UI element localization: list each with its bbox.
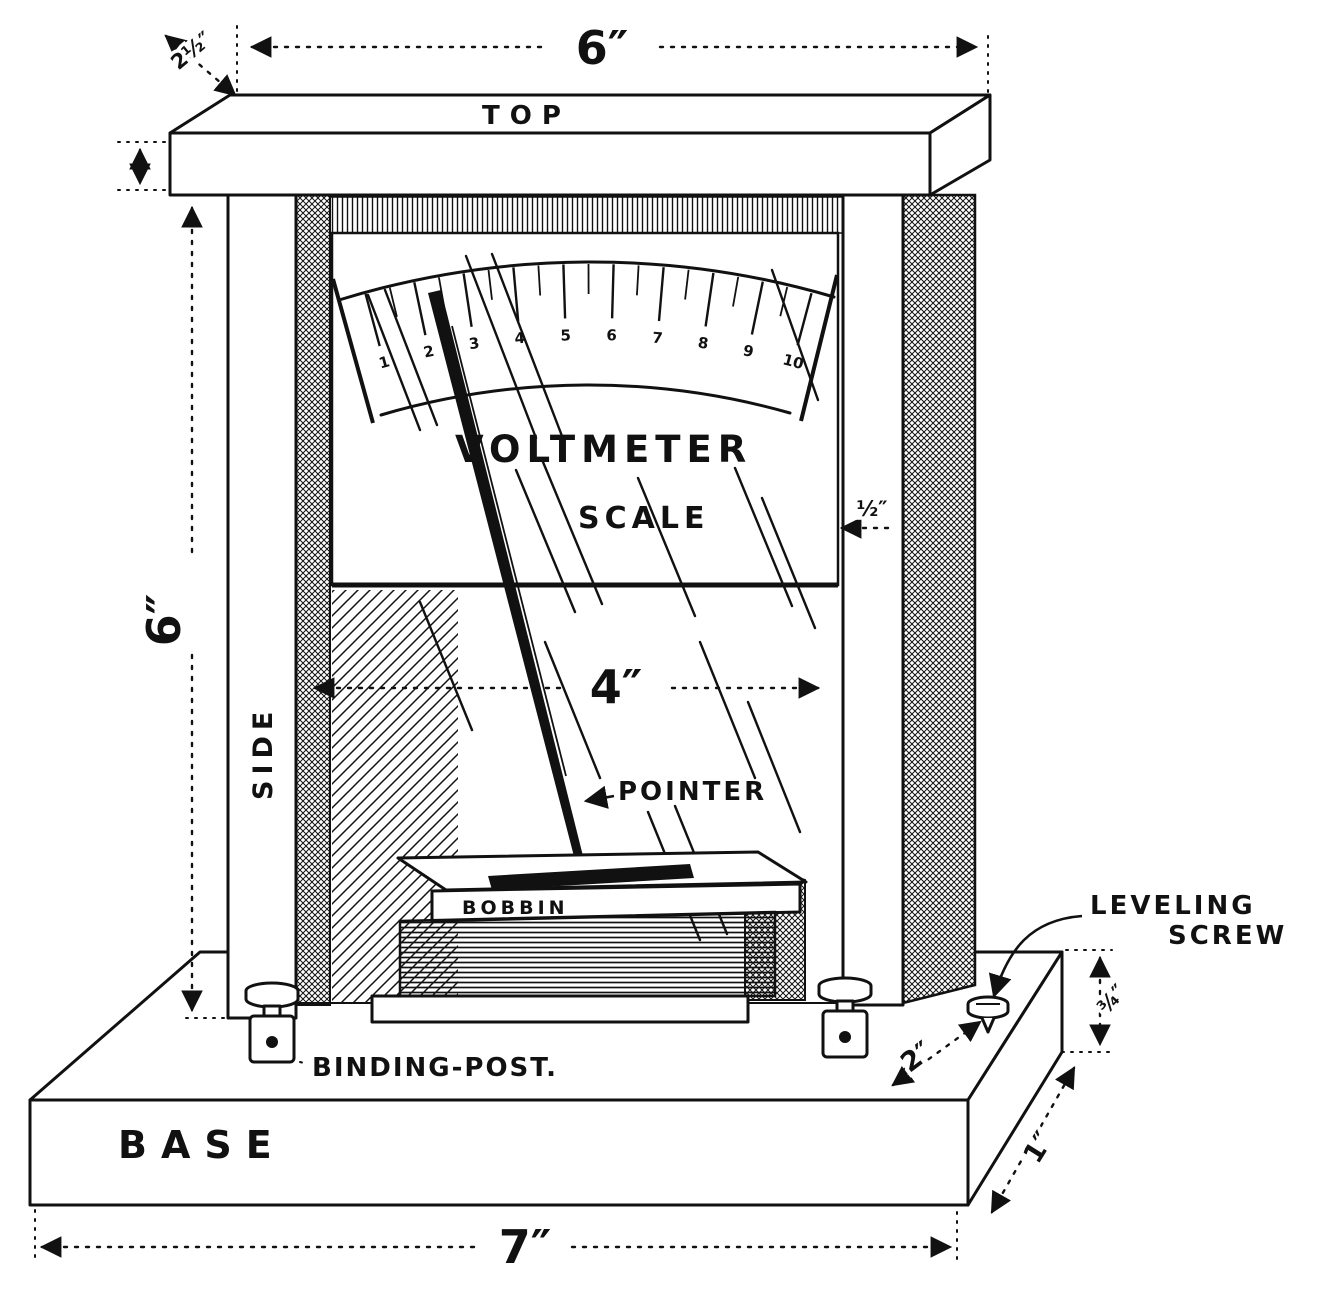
reflection-line (490, 252, 564, 438)
scale-ticks-group: 1 2 3 4 5 6 7 8 9 10 (364, 263, 813, 373)
scale-tick-number: 4 (514, 329, 526, 348)
top-width-value: 6″ (576, 21, 629, 75)
top-board-group: TOP (168, 93, 992, 197)
scale-tick-mark (537, 265, 542, 296)
scale-tick-mark (487, 269, 493, 300)
binding-post-label: BINDING-POST. (312, 1053, 558, 1083)
reflection-line (541, 460, 604, 606)
binding-posts-group: BINDING-POST. (244, 976, 873, 1083)
reflection-line (746, 700, 802, 834)
reflection-line (514, 468, 577, 614)
leveling-label-line1: LEVELING (1090, 891, 1256, 921)
scale-tick-mark (750, 281, 764, 335)
top-inner-strip (329, 196, 904, 234)
reflection-line (464, 254, 538, 440)
scale-right-edge (799, 274, 839, 422)
binding-post-left (244, 981, 300, 1064)
pointer-needle (428, 290, 585, 868)
scale-tick-mark (413, 281, 427, 336)
card-offset-value: ½″ (856, 497, 887, 521)
leveling-label-line2: SCREW (1168, 921, 1287, 951)
base-length-value: 7″ (499, 1220, 552, 1274)
scale-tick-mark (636, 265, 640, 296)
scale-label: SCALE (578, 501, 709, 536)
scale-card-group: 1 2 3 4 5 6 7 8 9 10 VOLTMETER SCALE (330, 231, 840, 942)
bobbin-coil (398, 910, 777, 998)
reflection-line (543, 640, 602, 780)
scale-width-value: 4″ (590, 660, 643, 714)
reflection-line (698, 640, 757, 780)
voltmeter-label: VOLTMETER (455, 428, 752, 471)
binding-post-leader (299, 1061, 309, 1065)
scale-tick-mark (388, 287, 398, 318)
bobbin-label: BOBBIN (462, 897, 569, 919)
pointer-shadow-line (451, 325, 567, 777)
scale-left-edge (331, 278, 375, 424)
scale-tick-mark (610, 264, 615, 319)
reflection-line (383, 288, 439, 427)
scale-tick-number: 1 (377, 352, 392, 372)
pointer-label: POINTER (618, 777, 767, 807)
base-front-face (28, 1098, 970, 1207)
base-depth-dim (891, 1020, 982, 1087)
scale-tick-mark (684, 269, 690, 300)
scale-tick-number: 9 (741, 341, 755, 361)
scale-tick-number: 2 (422, 342, 436, 362)
top-label: TOP (482, 101, 571, 131)
scale-tick-mark (732, 276, 740, 307)
scale-tick-mark (657, 267, 665, 322)
scale-tick-number: 3 (468, 334, 481, 353)
scale-inner-arc (379, 383, 792, 417)
scale-tick-number: 10 (781, 350, 806, 373)
bobbin-base-plate (370, 994, 750, 1024)
leveling-screw-head-side (966, 1004, 1010, 1020)
side-height-value: 6″ (137, 594, 191, 647)
leveling-screw-leader (988, 914, 1083, 999)
scale-tick-number: 7 (652, 329, 664, 348)
reflection-line (636, 476, 697, 618)
right-side-post (841, 193, 905, 1007)
right-back-panel (901, 193, 977, 1005)
binding-post-right (817, 976, 873, 1059)
scale-tick-number: 8 (697, 333, 710, 352)
left-post-inner-side (295, 194, 331, 1006)
scale-tick-mark (796, 292, 813, 346)
left-side-post (226, 193, 298, 1020)
base-edge-value: 1″ (1017, 1126, 1060, 1169)
scale-tick-mark (562, 264, 567, 319)
base-label: BASE (118, 1123, 286, 1167)
reflection-line (418, 600, 474, 732)
scale-tick-mark (462, 273, 473, 327)
scale-tick-mark (512, 267, 520, 322)
top-board-right-face (928, 93, 992, 197)
reflection-line (366, 293, 422, 432)
top-board-front-face (168, 131, 932, 197)
leveling-screw-group: LEVELING SCREW (966, 891, 1287, 1034)
scale-tick-mark (364, 293, 381, 347)
side-label: SIDE (248, 706, 279, 800)
base-thickness-value: ¾″ (1092, 980, 1131, 1019)
reflection-line (760, 496, 817, 630)
scale-tick-number: 5 (560, 326, 571, 344)
top-depth-value: 2½″ (166, 27, 216, 75)
glass-reflections (366, 252, 820, 942)
reflection-line (733, 466, 794, 608)
binding-post-hole (839, 1031, 851, 1043)
pointer-leader (583, 785, 615, 809)
interior-left-shading (332, 590, 458, 1003)
reflection-line (770, 268, 820, 402)
scale-tick-mark (704, 272, 715, 327)
leveling-screw-tip (980, 1017, 996, 1034)
bobbin-front-band (430, 882, 802, 923)
top-depth-dim (164, 34, 237, 97)
top-board-top-face (168, 93, 992, 135)
scale-outer-arc (337, 260, 836, 302)
binding-post-hole (266, 1036, 278, 1048)
bobbin-group: BOBBIN (370, 850, 808, 1024)
scale-tick-number: 6 (606, 326, 617, 344)
pointer-slot (488, 864, 694, 890)
